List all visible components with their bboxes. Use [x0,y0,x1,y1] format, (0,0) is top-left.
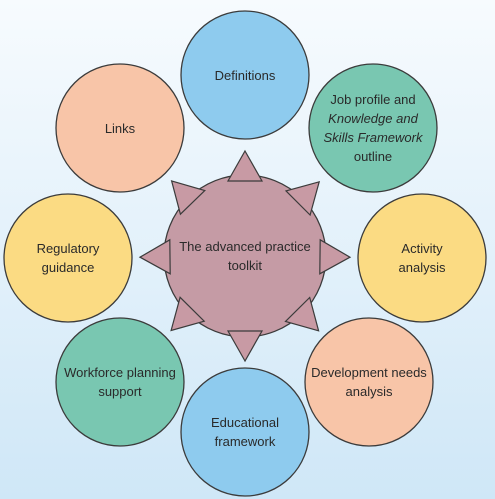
arrow-to-regulatory-guidance [138,238,171,275]
activity-analysis-label: Activity analysis [362,203,482,313]
regulatory-guidance-circle [3,193,133,323]
arrow-to-activity-analysis [319,238,352,275]
educational-framework-label: Educational framework [185,377,305,487]
workforce-planning-label-line: Workforce planning [64,365,176,380]
links-label-line: Links [104,120,136,136]
arrow-to-job-profile [284,180,321,217]
job-profile-label-line: outline [353,149,393,164]
regulatory-guidance-label-line: Regulatory [36,241,100,256]
workforce-planning-label-line: support [98,384,142,399]
definitions-circle [180,10,310,140]
job-profile-label-line: Knowledge and [328,111,418,126]
center-label: The advanced practice toolkit [170,201,320,311]
job-profile-label-line: Job profile and [330,92,416,107]
arrow-to-workforce-planning [170,296,206,332]
definitions-label-line: Definitions [214,67,276,83]
development-needs-label-line: Development needs [311,365,427,380]
arrow-to-definitions [226,149,264,182]
regulatory-guidance-label: Regulatory guidance [8,203,128,313]
development-needs-label: Development needs analysis [309,327,429,437]
definitions-label: Definitions [185,20,305,130]
arrow-to-development-needs [284,296,320,332]
development-needs-circle [304,317,434,447]
workforce-planning-circle [55,317,185,447]
arrow-to-links [170,180,206,216]
job-profile-circle [308,63,438,193]
arrow-to-educational-framework [226,330,264,363]
links-label: Links [60,73,180,183]
workforce-planning-label: Workforce planning support [60,327,180,437]
regulatory-guidance-label-line: guidance [41,260,95,275]
educational-framework-label-line: framework [214,434,276,449]
activity-analysis-label-line: Activity [401,241,443,256]
educational-framework-label-line: Educational [211,415,279,430]
center-label-line: toolkit [228,258,262,273]
job-profile-label-line: Skills Framework [323,130,423,145]
center-label-line: The advanced practice [179,239,311,254]
links-circle [55,63,185,193]
activity-analysis-label-line: analysis [398,260,446,275]
development-needs-label-line: analysis [345,384,393,399]
activity-analysis-circle [357,193,487,323]
educational-framework-circle [180,367,310,497]
